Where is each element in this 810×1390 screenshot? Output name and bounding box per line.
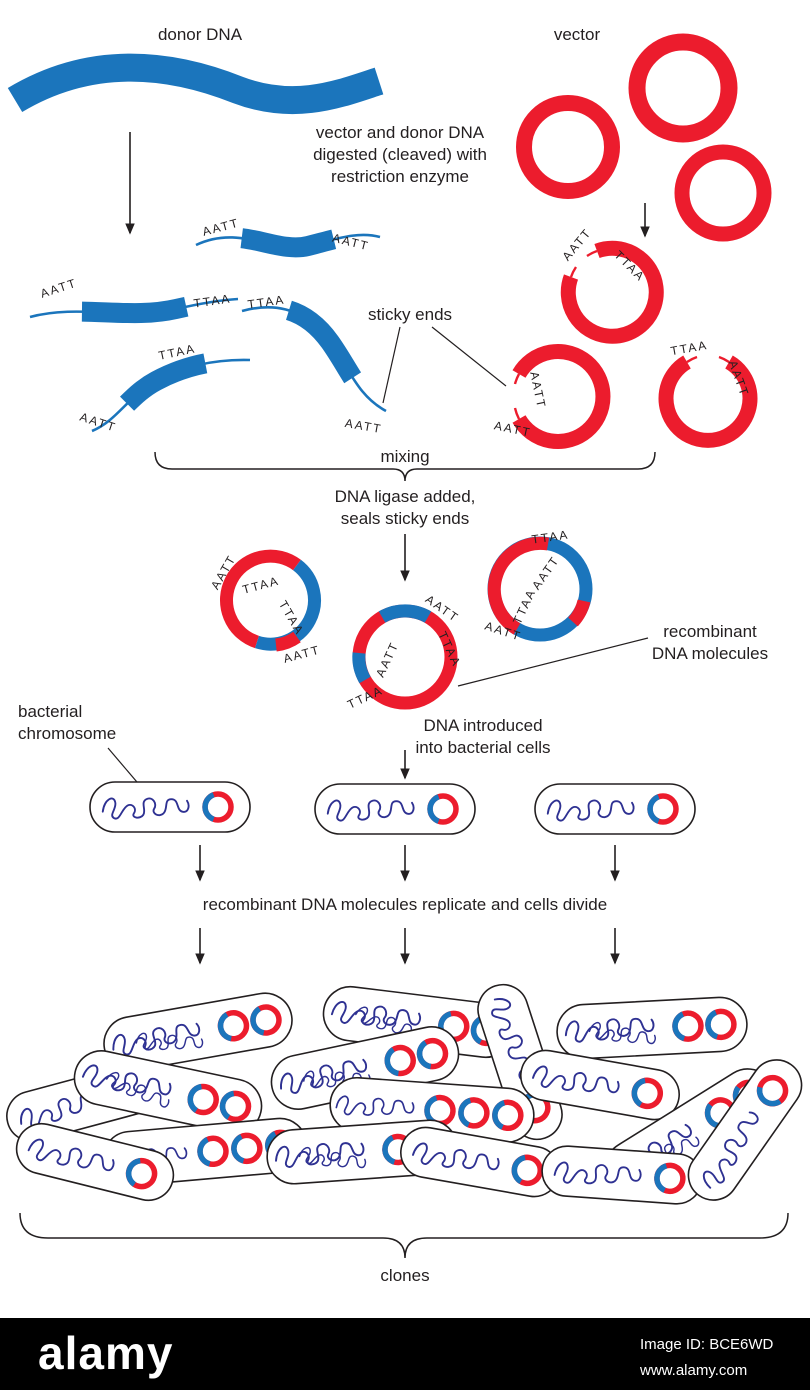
sequence-label: AATT: [39, 276, 79, 301]
vector-plasmid: [628, 33, 738, 143]
sequence-label: TTAA: [247, 292, 286, 311]
replicate-caption: recombinant DNA molecules replicate and …: [203, 895, 607, 914]
donor-dna-label: donor DNA: [158, 25, 243, 44]
footer: alamy Image ID: BCE6WD www.alamy.com: [0, 1318, 810, 1390]
sticky-ends-callout: sticky ends: [368, 305, 507, 404]
donor-fragment-1: [191, 224, 383, 258]
mixing-bracket: mixing: [154, 447, 656, 482]
sticky-ends-pointer: [382, 326, 401, 404]
svg-text:restriction enzyme: restriction enzyme: [331, 167, 469, 186]
donor-fragment-2: [27, 289, 239, 327]
clone-cluster-middle: [265, 978, 568, 1200]
vector-label: vector: [554, 25, 601, 44]
donor-fragments: [27, 224, 392, 441]
clone-cluster-left: [1, 989, 309, 1206]
ligase-caption: DNA ligase added, seals sticky ends: [335, 487, 476, 582]
clone-cluster-right: [517, 996, 810, 1210]
sequence-label: TTAA: [510, 586, 539, 626]
clones-bracket: clones: [19, 1212, 789, 1285]
sequence-label: AATT: [529, 553, 562, 592]
sequence-label: TTAA: [276, 598, 307, 638]
vector-plasmid: [674, 144, 772, 242]
sequence-label: TTAA: [241, 573, 281, 596]
recombinant-plasmid-3: [487, 536, 593, 642]
footer-url: www.alamy.com: [639, 1362, 747, 1379]
svg-text:seals sticky ends: seals sticky ends: [341, 509, 470, 528]
sequence-label: AATT: [201, 215, 241, 238]
donor-dna-strand: [7, 53, 384, 115]
svg-text:DNA molecules: DNA molecules: [652, 644, 768, 663]
sequence-label: AATT: [527, 370, 549, 410]
recombinant-plasmid-2: [352, 604, 458, 710]
mixing-label: mixing: [380, 447, 429, 466]
sequence-label: AATT: [344, 416, 384, 436]
svg-text:digested (cleaved) with: digested (cleaved) with: [313, 145, 487, 164]
sequence-label: AATT: [559, 225, 594, 263]
sequence-label: AATT: [373, 639, 402, 679]
cut-vectors: [512, 240, 758, 449]
image-id: Image ID: BCE6WD: [640, 1336, 774, 1353]
replication-arrows-bottom: [195, 928, 620, 965]
sequence-label: TTAA: [193, 291, 232, 310]
svg-text:DNA ligase added,: DNA ligase added,: [335, 487, 476, 506]
svg-text:chromosome: chromosome: [18, 724, 116, 743]
recombinant-plasmids: [220, 536, 593, 710]
alamy-logo: alamy: [38, 1327, 173, 1379]
introduction-caption: DNA introduced into bacterial cells: [400, 716, 551, 780]
cut-vector-2: [512, 344, 611, 449]
svg-text:DNA introduced: DNA introduced: [423, 716, 542, 735]
donor-dna-section: donor DNA: [7, 25, 384, 235]
footer-background: [0, 1318, 810, 1390]
recombinant-pointer: [457, 637, 649, 687]
digestion-caption: vector and donor DNA digested (cleaved) …: [313, 123, 487, 186]
donor-fragment-4: [239, 297, 392, 420]
cut-vector-3: [658, 355, 758, 448]
chromosome-callout: bacterial chromosome: [18, 702, 149, 796]
svg-text:vector and donor DNA: vector and donor DNA: [316, 123, 485, 142]
sequence-label: AATT: [78, 410, 118, 435]
vector-plasmid: [516, 95, 620, 199]
svg-text:bacterial: bacterial: [18, 702, 82, 721]
cut-vector-1: [560, 240, 664, 344]
svg-text:recombinant: recombinant: [663, 622, 757, 641]
recombinant-plasmid-1: [220, 549, 321, 652]
vector-section: vector: [516, 25, 772, 242]
sequence-label: TTAA: [531, 527, 570, 546]
donor-fragment-3: [87, 349, 251, 441]
svg-text:into bacterial cells: into bacterial cells: [415, 738, 550, 757]
bacterial-cells-row: [90, 782, 695, 834]
sticky-ends-label: sticky ends: [368, 305, 452, 324]
clones-label: clones: [380, 1266, 429, 1285]
sticky-ends-pointer: [431, 326, 507, 387]
sequence-label: TTAA: [669, 338, 709, 358]
sequence-label: TTAA: [435, 629, 464, 669]
recombinant-callout: recombinant DNA molecules: [457, 622, 768, 687]
replication-arrows-top: [195, 845, 620, 882]
